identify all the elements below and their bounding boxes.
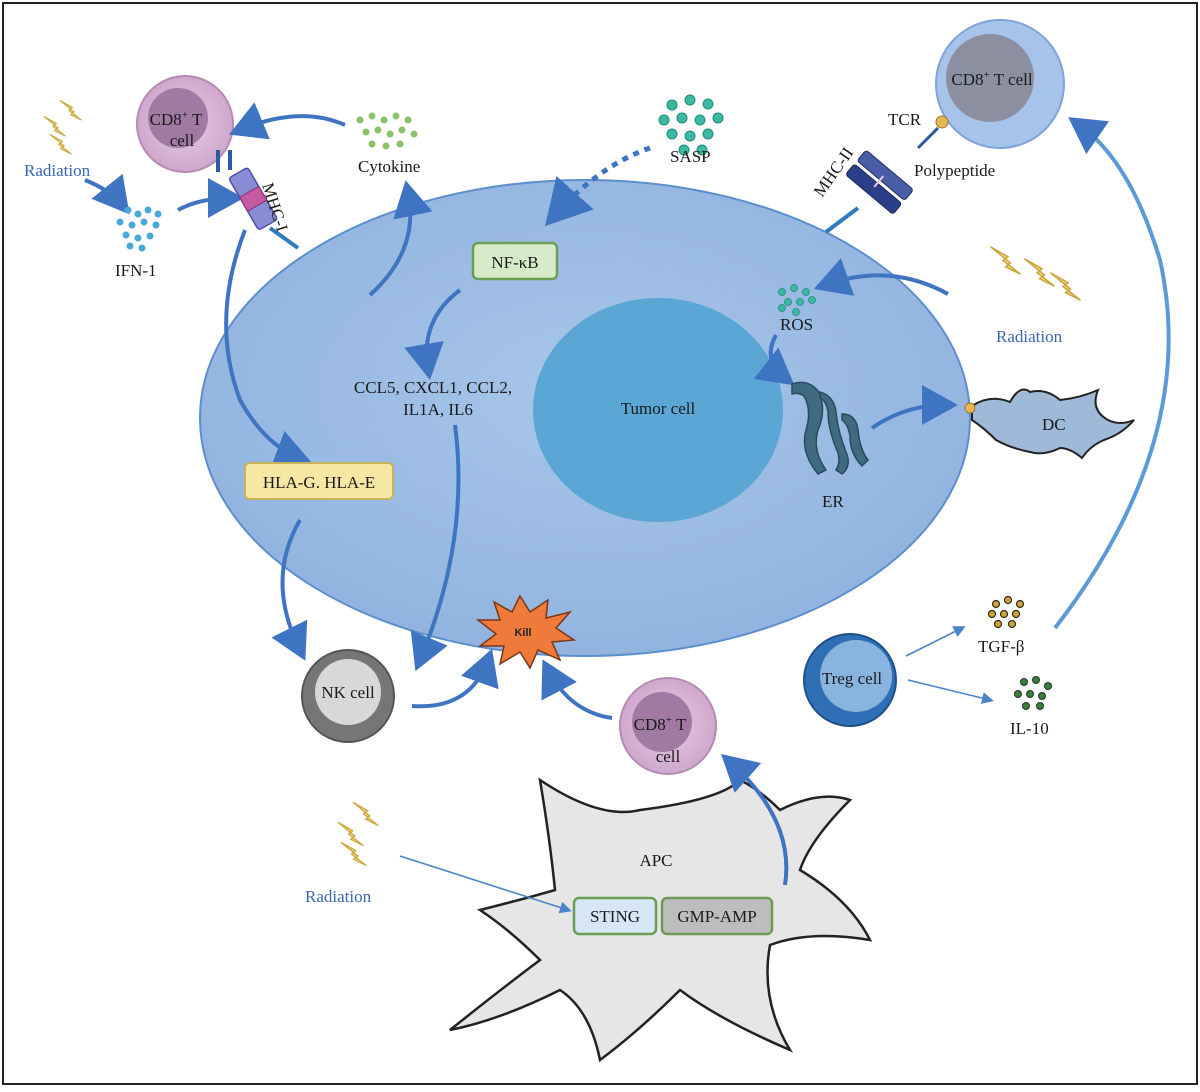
nfkb-label: NF-κB bbox=[491, 253, 538, 272]
cd8-bottom-label-line1: CD8+ T bbox=[634, 714, 687, 734]
dc-label: DC bbox=[1042, 415, 1066, 434]
cd8-t-cell-top-right bbox=[935, 19, 1065, 149]
tcr-receptor bbox=[935, 115, 949, 129]
cd8-top-right-label: CD8+ T cell bbox=[951, 69, 1032, 89]
kill-starburst bbox=[475, 594, 577, 670]
ifn1-label: IFN-1 bbox=[115, 261, 157, 280]
treg-cell bbox=[803, 633, 897, 727]
sasp-label: SASP bbox=[670, 147, 711, 166]
apc-cell bbox=[449, 777, 873, 1063]
mhc2-receptor bbox=[846, 150, 913, 214]
arrow-radiation-to-sting bbox=[399, 855, 572, 914]
tgfb-label: TGF-β bbox=[978, 637, 1024, 656]
sting-label: STING bbox=[590, 907, 640, 926]
il10-particles bbox=[1014, 676, 1052, 710]
hla-box bbox=[244, 462, 394, 500]
arrow-ccl-to-nk bbox=[410, 424, 461, 672]
ros-label: ROS bbox=[780, 315, 813, 334]
arrow-cd8-bottom-to-kill bbox=[541, 659, 613, 720]
radiation-label-top-left: Radiation bbox=[24, 161, 91, 180]
mhc1-receptor bbox=[216, 150, 300, 250]
polypeptide-label: Polypeptide bbox=[914, 161, 995, 180]
er-label: ER bbox=[822, 492, 844, 511]
tgfb-particles bbox=[987, 595, 1025, 629]
sasp-particles bbox=[658, 94, 724, 156]
arrow-cell-to-cytokine bbox=[368, 180, 433, 297]
ifn1-particles bbox=[116, 206, 162, 252]
nk-cell-label: NK cell bbox=[321, 683, 375, 702]
gmp-amp-box bbox=[660, 896, 774, 936]
er-organelle bbox=[791, 381, 870, 475]
arrow-apc-to-cd8-bottom bbox=[721, 754, 789, 886]
tcr-label: TCR bbox=[888, 110, 922, 129]
dc-cell bbox=[971, 388, 1135, 460]
tcr-stalk bbox=[916, 126, 940, 150]
arrow-hla-to-nk bbox=[271, 518, 308, 661]
apc-label: APC bbox=[639, 851, 672, 870]
arrow-nk-to-kill bbox=[411, 648, 499, 709]
il10-label: IL-10 bbox=[1010, 719, 1049, 738]
cd8-t-cell-top-left bbox=[136, 75, 234, 173]
ros-particles bbox=[778, 284, 816, 316]
sting-box bbox=[572, 896, 658, 936]
mhc2-stalk bbox=[824, 206, 860, 234]
arrow-er-to-dc bbox=[870, 385, 958, 430]
dc-receptor bbox=[964, 402, 976, 414]
cd8-bottom-label-line2: cell bbox=[656, 747, 681, 766]
arrow-radiation-to-ros bbox=[813, 258, 949, 296]
arrow-ros-to-er bbox=[753, 334, 795, 386]
cytokine-label: Cytokine bbox=[358, 157, 420, 176]
ccl-label-line2: IL1A, IL6 bbox=[403, 400, 473, 419]
cd8-top-left-label-line1: CD8+ T bbox=[150, 109, 203, 129]
tumor-cell-label: Tumor cell bbox=[621, 399, 696, 418]
radiation-label-right: Radiation bbox=[996, 327, 1063, 346]
nfkb-box bbox=[471, 241, 559, 281]
ccl-label-line1: CCL5, CXCL1, CCL2, bbox=[354, 378, 512, 397]
arrow-mhc1-to-hla bbox=[224, 229, 312, 469]
arrow-tgfb-to-cd8-top-right bbox=[1053, 117, 1171, 630]
arrow-nfkb-to-ccl bbox=[404, 288, 462, 380]
radiation-label-bottom: Radiation bbox=[305, 887, 372, 906]
arrow-cytokine-to-cd8 bbox=[228, 102, 346, 140]
arrow-treg-to-tgfb bbox=[905, 626, 966, 657]
hla-label: HLA-G. HLA-E bbox=[263, 473, 375, 492]
treg-label: Treg cell bbox=[822, 669, 883, 688]
arrow-ifn1-to-mhc1 bbox=[177, 178, 244, 219]
cytokine-particles bbox=[356, 112, 418, 150]
kill-label: Kill bbox=[514, 627, 531, 639]
arrow-treg-to-il10 bbox=[907, 679, 994, 704]
arrow-radiation-to-ifn1 bbox=[84, 173, 130, 215]
tumor-cell-nucleus bbox=[533, 298, 783, 522]
cd8-t-cell-bottom bbox=[619, 677, 717, 775]
nk-cell bbox=[301, 649, 395, 743]
gmp-amp-label: GMP-AMP bbox=[677, 907, 756, 926]
cd8-top-left-label-line2: cell bbox=[170, 131, 195, 150]
